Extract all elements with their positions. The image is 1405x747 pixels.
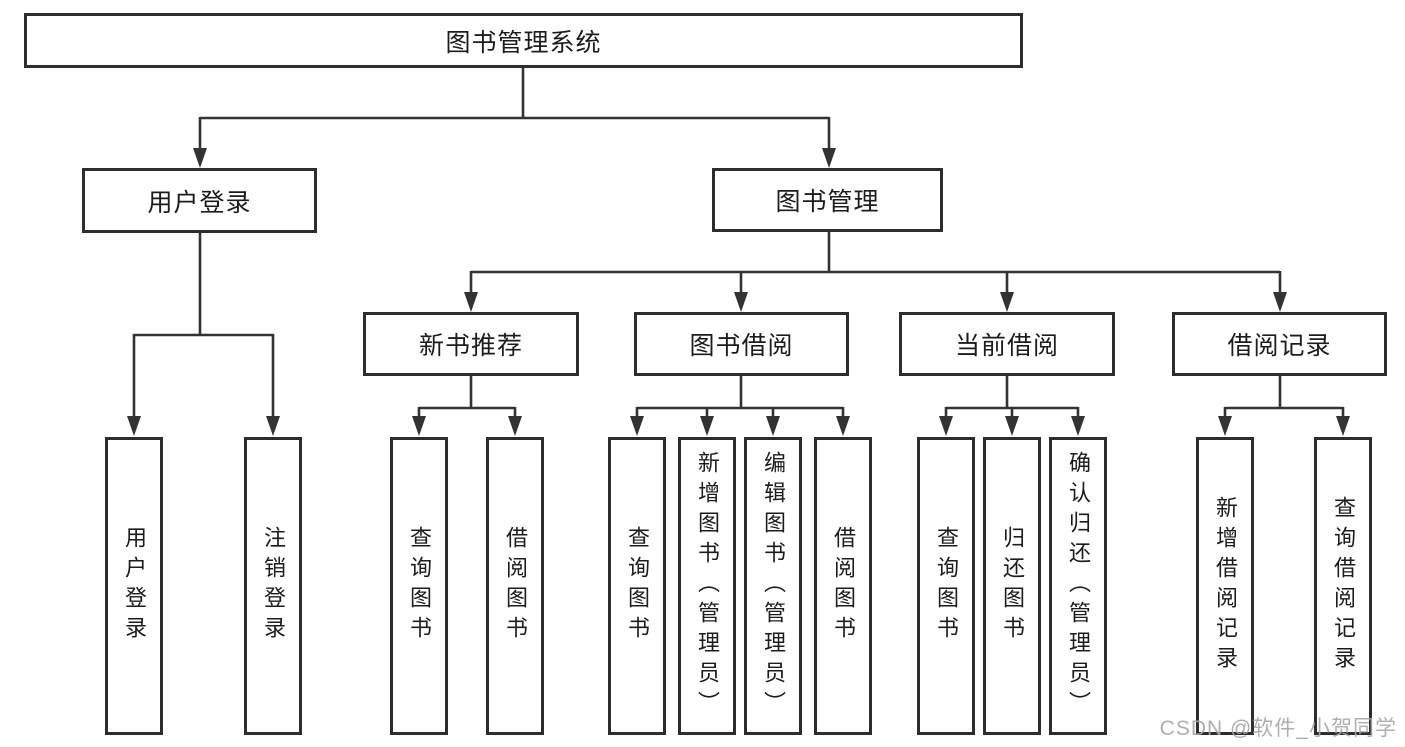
node-logout: 注销登录 — [244, 437, 302, 735]
node-return-books: 归还图书 — [983, 437, 1041, 735]
node-label: 用户登录 — [122, 526, 147, 646]
node-query-books-under-current: 查询图书 — [917, 437, 975, 735]
node-label: 确认归还（管理员） — [1066, 451, 1091, 721]
node-user-login: 用户登录 — [82, 168, 317, 233]
node-label: 注销登录 — [261, 526, 286, 646]
csdn-watermark: CSDN @软件_小贺同学 — [1159, 717, 1397, 740]
node-borrowing-records: 借阅记录 — [1172, 312, 1387, 376]
node-label: 编辑图书（管理员） — [761, 451, 786, 721]
node-query-books-under-recommendation: 查询图书 — [390, 437, 448, 735]
node-label: 新增借阅记录 — [1213, 496, 1238, 676]
node-current-borrowing: 当前借阅 — [899, 312, 1115, 376]
node-new-book-recommendation: 新书推荐 — [363, 312, 579, 376]
node-user-login-leaf: 用户登录 — [105, 437, 163, 735]
node-label: 新增图书（管理员） — [695, 451, 720, 721]
node-label: 归还图书 — [1000, 526, 1025, 646]
node-confirm-return-admin: 确认归还（管理员） — [1049, 437, 1107, 735]
node-label: 借阅图书 — [831, 526, 856, 646]
node-add-books-admin: 新增图书（管理员） — [678, 437, 736, 735]
node-library-management-system: 图书管理系统 — [24, 13, 1023, 68]
node-label: 借阅图书 — [503, 526, 528, 646]
node-label: 查询图书 — [407, 526, 432, 646]
node-label: 查询借阅记录 — [1331, 496, 1356, 676]
node-book-borrowing: 图书借阅 — [634, 312, 849, 376]
node-query-borrow-record: 查询借阅记录 — [1314, 437, 1372, 735]
node-add-borrow-record: 新增借阅记录 — [1196, 437, 1254, 735]
node-query-books-under-borrowing: 查询图书 — [608, 437, 666, 735]
node-borrow-books-under-borrowing: 借阅图书 — [814, 437, 872, 735]
node-edit-books-admin: 编辑图书（管理员） — [744, 437, 802, 735]
node-label: 查询图书 — [625, 526, 650, 646]
node-book-management: 图书管理 — [712, 168, 943, 232]
node-label: 查询图书 — [934, 526, 959, 646]
node-borrow-books-under-recommendation: 借阅图书 — [486, 437, 544, 735]
